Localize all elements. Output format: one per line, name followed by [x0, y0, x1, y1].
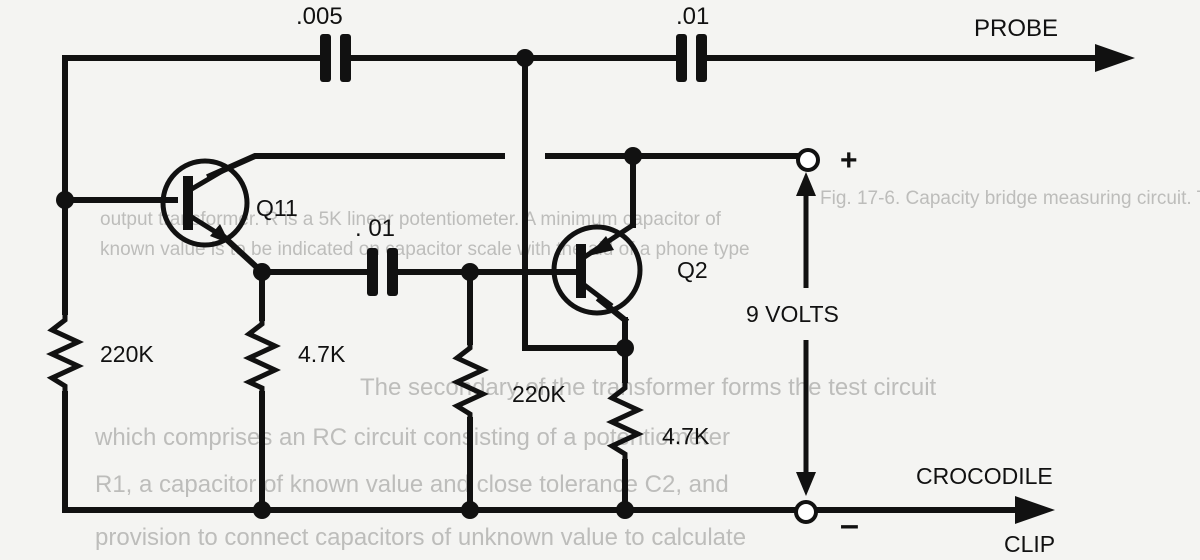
terminal-minus [794, 500, 818, 524]
resistor-4k7-left [243, 318, 281, 394]
volts-arrow-up [796, 172, 816, 196]
resistor-4k7-right [606, 380, 644, 462]
label-plus: + [840, 144, 858, 177]
junction-dots [56, 49, 642, 519]
arrows [796, 44, 1135, 524]
transistor-q1 [160, 158, 250, 248]
bg-caption-line-2: output transformer. R is a 5K linear pot… [100, 209, 722, 230]
resistor-220k-left [46, 312, 84, 394]
label-r3: 220K [512, 381, 566, 407]
bg-body-line-1: The secondary of the transformer forms t… [360, 374, 937, 401]
label-r2: 4.7K [298, 341, 346, 367]
label-r4: 4.7K [662, 423, 710, 449]
bg-caption-line-1: Fig. 17-6. Capacity bridge measuring cir… [820, 188, 1200, 209]
labels: .005 .01 PROBE + Q11 . 01 Q2 9 VOLTS 220… [100, 3, 1058, 557]
q2-emitter-arrow [588, 236, 614, 256]
bg-body-line-3: R1, a capacitor of known value and close… [95, 471, 729, 498]
label-q1: Q11 [256, 195, 298, 221]
q1-emitter-arrow [210, 224, 230, 244]
label-cap-005: .005 [296, 3, 343, 30]
label-clip: CLIP [1004, 531, 1055, 557]
label-probe: PROBE [974, 15, 1058, 42]
capacitor-01-mid [367, 248, 398, 296]
clip-arrowhead [1015, 496, 1055, 524]
label-crocodile: CROCODILE [916, 463, 1053, 489]
wire-q1-collector [206, 153, 505, 180]
label-r1: 220K [100, 341, 154, 367]
transistor-q2 [551, 222, 643, 316]
label-q2: Q2 [677, 257, 708, 283]
wires [62, 55, 1103, 513]
label-minus: – [840, 506, 859, 544]
label-cap-01-top: .01 [676, 3, 709, 30]
terminal-plus [796, 148, 820, 172]
volts-arrow-down [796, 472, 816, 496]
bg-body-line-4: provision to connect capacitors of unkno… [95, 524, 746, 551]
probe-arrowhead [1095, 44, 1135, 72]
capacitor-01-top [676, 34, 707, 82]
capacitor-005 [320, 34, 351, 82]
resistor-220k-mid [451, 342, 489, 420]
label-cap-01-mid: . 01 [355, 215, 395, 242]
label-9-volts: 9 VOLTS [746, 301, 839, 327]
